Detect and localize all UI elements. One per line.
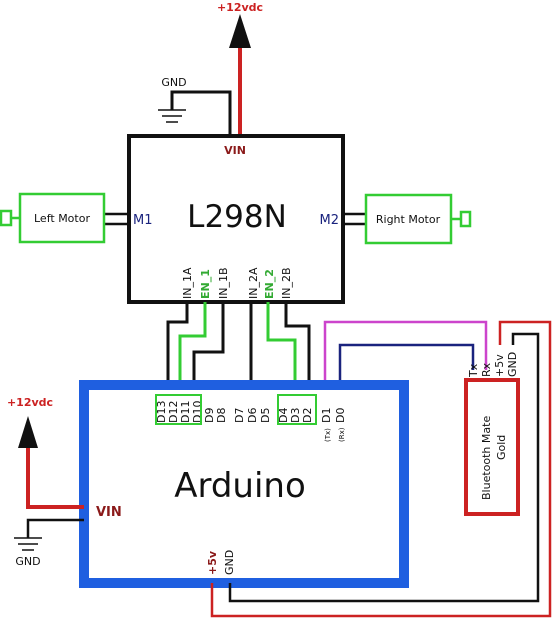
arduino-pin-d3: D3	[289, 408, 302, 423]
l298n-title: L298N	[187, 199, 287, 235]
arduino-pin-d11: D11	[179, 401, 192, 423]
arduino-pin-group-en2	[277, 394, 317, 425]
left-motor-shaft	[0, 209, 13, 227]
bluetooth-label-line2: Gold	[495, 435, 508, 460]
arduino-tx-note: (Tx)	[324, 428, 332, 442]
arduino-board	[79, 380, 409, 588]
l298n-pin-en-1: EN_1	[199, 269, 212, 299]
arduino-pin-d12: D12	[167, 401, 180, 423]
arduino-pin-labels: D13 D12 D11 D10 D9 D8 D7 D6 D5 D4 D3 D2 …	[155, 401, 347, 423]
arduino-pin-d4: D4	[277, 408, 290, 423]
l298n-m2-label: M2	[320, 213, 340, 228]
driver-arduino-wires	[166, 302, 488, 385]
arduino-pin-d6: D6	[246, 408, 259, 423]
right-motor	[364, 193, 453, 245]
l298n-m1-label: M1	[133, 213, 153, 228]
right-motor-label: Right Motor	[376, 213, 441, 226]
arduino-title: Arduino	[174, 466, 306, 506]
l298n-pin-en-2: EN_2	[263, 269, 276, 299]
bluetooth-pin-rx: Rx	[480, 362, 493, 377]
l298n-module	[127, 134, 345, 304]
right-motor-shaft	[459, 210, 472, 228]
bluetooth-label-line1: Bluetooth Mate	[480, 416, 493, 500]
arduino-pin-d2: D2	[301, 408, 314, 423]
left-ground-icon	[14, 537, 42, 551]
arduino-pin-d8: D8	[215, 408, 228, 423]
left-12vdc-label: +12vdc	[7, 396, 53, 409]
arduino-pin-d5: D5	[259, 408, 272, 423]
bluetooth-gnd-wire	[228, 332, 540, 603]
arduino-pin-d13: D13	[155, 401, 168, 423]
l298n-vin-label: VIN	[224, 144, 246, 157]
l298n-pin-in-2b: IN_2B	[280, 267, 293, 299]
arduino-vin-label: VIN	[96, 505, 122, 520]
l298n-pin-in-1a: IN_1A	[181, 267, 194, 299]
arduino-5v-label: +5v	[206, 550, 219, 575]
arduino-gnd-label: GND	[223, 550, 236, 575]
left-ground-wire	[26, 518, 84, 538]
top-ground-icon	[158, 109, 186, 123]
arduino-pin-d7: D7	[233, 408, 246, 423]
arduino-pin-group-en1	[155, 394, 202, 425]
bluetooth-pin-5v: +5v	[493, 354, 506, 377]
l298n-pin-in-1b: IN_1B	[217, 267, 230, 299]
l298n-pin-in-2a: IN_2A	[247, 267, 260, 299]
top-ground-wire	[170, 90, 232, 135]
top-power-arrow	[229, 14, 251, 135]
top-12vdc-label: +12vdc	[217, 1, 263, 14]
bluetooth-5v-wire	[210, 320, 552, 618]
bluetooth-module	[464, 378, 520, 516]
top-gnd-label: GND	[161, 76, 186, 89]
left-motor-label: Left Motor	[34, 212, 90, 225]
left-power-arrow	[18, 416, 84, 509]
arduino-pin-d1: D1	[320, 408, 333, 423]
bluetooth-pin-tx: Tx	[467, 363, 480, 378]
left-gnd-label: GND	[15, 555, 40, 568]
arduino-rx-note: (Rx)	[338, 427, 346, 442]
arduino-pin-d9: D9	[203, 408, 216, 423]
bluetooth-pin-gnd: GND	[506, 352, 519, 377]
arduino-pin-d0: D0	[334, 408, 347, 423]
